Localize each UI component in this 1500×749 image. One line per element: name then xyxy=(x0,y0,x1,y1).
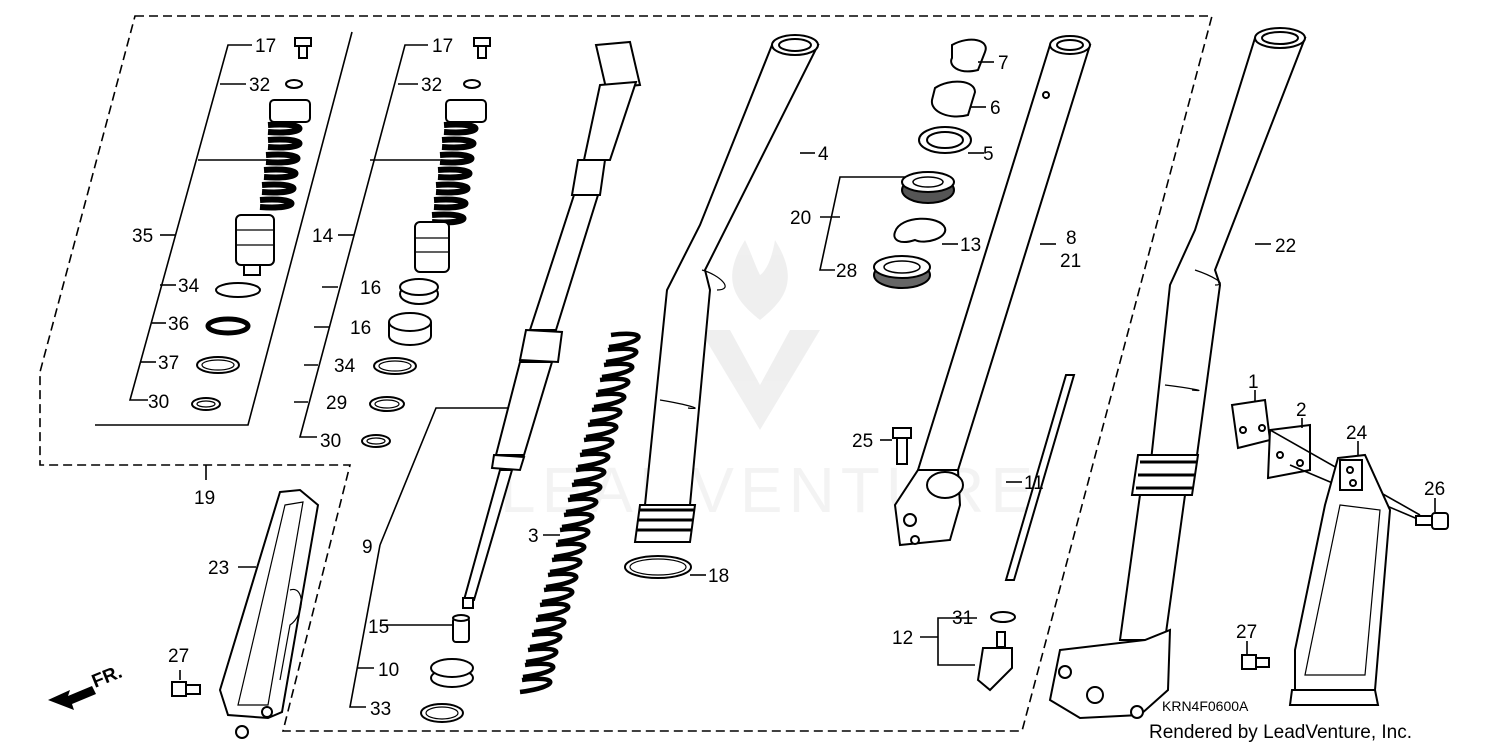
outer-tube-22 xyxy=(1048,27,1307,720)
bolt-17-left xyxy=(294,37,312,59)
assembly-boundary xyxy=(39,15,1214,732)
callout-36: 36 xyxy=(168,314,189,335)
callout-6: 6 xyxy=(990,98,1001,119)
callout-27: 27 xyxy=(1236,622,1257,643)
bolt-17-mid xyxy=(473,37,491,59)
damper-kit-35-group xyxy=(95,31,353,426)
front-marker-label: FR. xyxy=(89,662,125,693)
callout-31: 31 xyxy=(952,608,973,629)
callout-25: 25 xyxy=(852,431,873,452)
callout-4: 4 xyxy=(818,144,829,165)
damper-rod-9 xyxy=(379,40,642,609)
callout-30: 30 xyxy=(320,431,341,452)
callout-9: 9 xyxy=(362,537,373,558)
damper-kit-14-group xyxy=(294,37,491,448)
callout-35: 35 xyxy=(132,226,153,247)
callout-32: 32 xyxy=(421,75,442,96)
callout-16: 16 xyxy=(350,318,371,339)
fork-spring-3 xyxy=(519,331,641,695)
callout-23: 23 xyxy=(208,558,229,579)
stopper-ring-13 xyxy=(893,217,947,243)
credit-text: Rendered by LeadVenture, Inc. xyxy=(1149,722,1412,743)
bushing-16-upper xyxy=(399,278,439,305)
callout-17: 17 xyxy=(255,36,276,57)
callout-33: 33 xyxy=(370,699,391,720)
bushing-16-lower xyxy=(388,312,432,346)
callout-2: 2 xyxy=(1296,400,1307,421)
callout-16: 16 xyxy=(360,278,381,299)
callout-19: 19 xyxy=(194,488,215,509)
air-bleed-rod-11 xyxy=(1004,374,1076,581)
bolt-27-right xyxy=(1241,654,1270,670)
front-direction-arrow: FR. xyxy=(48,662,125,710)
o-ring-33 xyxy=(420,703,464,723)
callout-20: 20 xyxy=(790,208,811,229)
watermark-logo xyxy=(700,240,820,430)
callout-1: 1 xyxy=(1248,372,1259,393)
damper-assembly-14 xyxy=(414,99,487,273)
seal-kit-20-group xyxy=(819,38,994,289)
callout-26: 26 xyxy=(1424,479,1445,500)
bracket-1 xyxy=(1230,398,1272,450)
collar-15 xyxy=(452,614,470,643)
o-ring-30-left xyxy=(191,397,221,411)
o-ring-34-left xyxy=(215,282,261,298)
damper-assembly-35 xyxy=(235,99,311,276)
callout-24: 24 xyxy=(1346,423,1368,444)
callout-5: 5 xyxy=(983,144,994,165)
callout-10: 10 xyxy=(378,660,399,681)
washer-32-left xyxy=(285,79,303,89)
oil-seal xyxy=(901,171,955,204)
bolt-25 xyxy=(892,427,912,465)
callout-3: 3 xyxy=(528,526,539,547)
callout-28: 28 xyxy=(836,261,857,282)
callout-8: 8 xyxy=(1066,228,1077,249)
callout-7: 7 xyxy=(998,53,1009,74)
bleed-screw-12 xyxy=(920,611,1016,692)
diagram-code: KRN4F0600A xyxy=(1162,698,1249,714)
callout-21: 21 xyxy=(1060,251,1081,272)
washer-32-mid xyxy=(463,79,481,89)
fork-guard-24 xyxy=(1288,453,1392,706)
callout-27: 27 xyxy=(168,646,189,667)
dust-seal-28 xyxy=(873,255,931,289)
callout-34: 34 xyxy=(334,356,356,377)
slider-bushing-7 xyxy=(950,38,987,73)
callout-17: 17 xyxy=(432,36,453,57)
callout-34: 34 xyxy=(178,276,200,297)
guide-bushing-6 xyxy=(930,80,977,118)
bolt-26 xyxy=(1415,512,1449,530)
o-ring-37 xyxy=(196,356,240,374)
bracket-2 xyxy=(1266,423,1311,480)
o-ring-30-mid xyxy=(361,434,391,448)
bushing-10 xyxy=(430,658,474,688)
callout-37: 37 xyxy=(158,353,179,374)
callout-11: 11 xyxy=(1024,473,1044,494)
callout-18: 18 xyxy=(708,566,729,587)
callout-32: 32 xyxy=(249,75,270,96)
back-up-ring-5 xyxy=(918,126,972,154)
snap-ring-18 xyxy=(624,555,692,579)
callout-12: 12 xyxy=(892,628,913,649)
callout-30: 30 xyxy=(148,392,169,413)
callout-labels: 17 32 35 34 36 37 30 17 32 14 16 16 34 2… xyxy=(132,36,1445,720)
bolt-27-left xyxy=(171,670,201,697)
seal-36 xyxy=(205,316,251,336)
o-ring-29 xyxy=(369,396,405,412)
callout-29: 29 xyxy=(326,393,347,414)
callout-22: 22 xyxy=(1275,236,1296,257)
callout-13: 13 xyxy=(960,235,981,256)
callout-15: 15 xyxy=(368,617,389,638)
callout-14: 14 xyxy=(312,226,334,247)
fork-guard-23 xyxy=(218,488,320,739)
o-ring-34-mid xyxy=(373,357,417,375)
inner-tube-8-21 xyxy=(893,35,1092,547)
outer-tube-4 xyxy=(633,34,820,543)
